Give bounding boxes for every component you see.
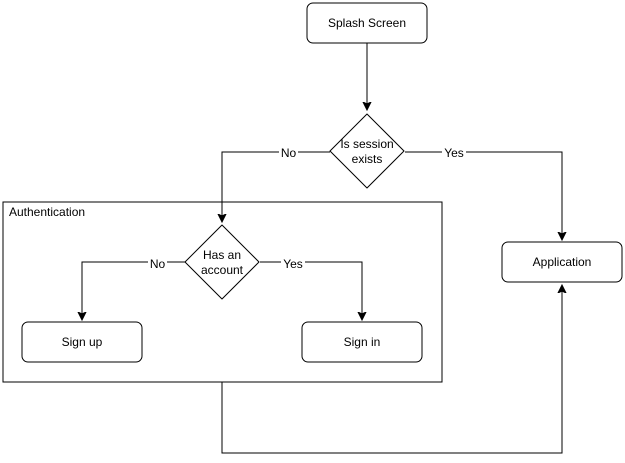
session-check-line1: Is session xyxy=(340,137,393,151)
edge-session-no-to-auth xyxy=(222,151,330,222)
edge-label-account-no: No xyxy=(148,256,167,271)
authentication-label: Authentication xyxy=(9,205,85,219)
splash-screen-node: Splash Screen xyxy=(306,2,428,44)
edge-label-session-yes: Yes xyxy=(442,145,466,160)
edge-label-session-no: No xyxy=(279,145,298,160)
application-node: Application xyxy=(501,241,623,283)
edge-account-yes-to-signin xyxy=(260,261,362,320)
has-account-decision: Has an account xyxy=(184,224,260,300)
has-account-line1: Has an xyxy=(203,248,241,262)
sign-up-label: Sign up xyxy=(62,335,103,349)
sign-in-node: Sign in xyxy=(301,321,423,363)
has-account-line2: account xyxy=(201,263,244,277)
edge-label-session-yes-text: Yes xyxy=(444,146,464,160)
edge-label-session-no-text: No xyxy=(281,146,297,160)
session-check-decision: Is session exists xyxy=(329,113,405,189)
edge-auth-to-application xyxy=(221,285,562,454)
splash-screen-label: Splash Screen xyxy=(328,16,406,30)
sign-up-node: Sign up xyxy=(21,321,143,363)
application-label: Application xyxy=(533,255,592,269)
edge-label-account-no-text: No xyxy=(150,257,166,271)
session-check-line2: exists xyxy=(352,152,383,166)
edge-label-account-yes-text: Yes xyxy=(283,257,303,271)
edge-label-account-yes: Yes xyxy=(281,256,305,271)
sign-in-label: Sign in xyxy=(344,335,381,349)
edge-account-no-to-signup xyxy=(82,261,185,320)
edge-session-yes-to-application xyxy=(405,151,562,240)
